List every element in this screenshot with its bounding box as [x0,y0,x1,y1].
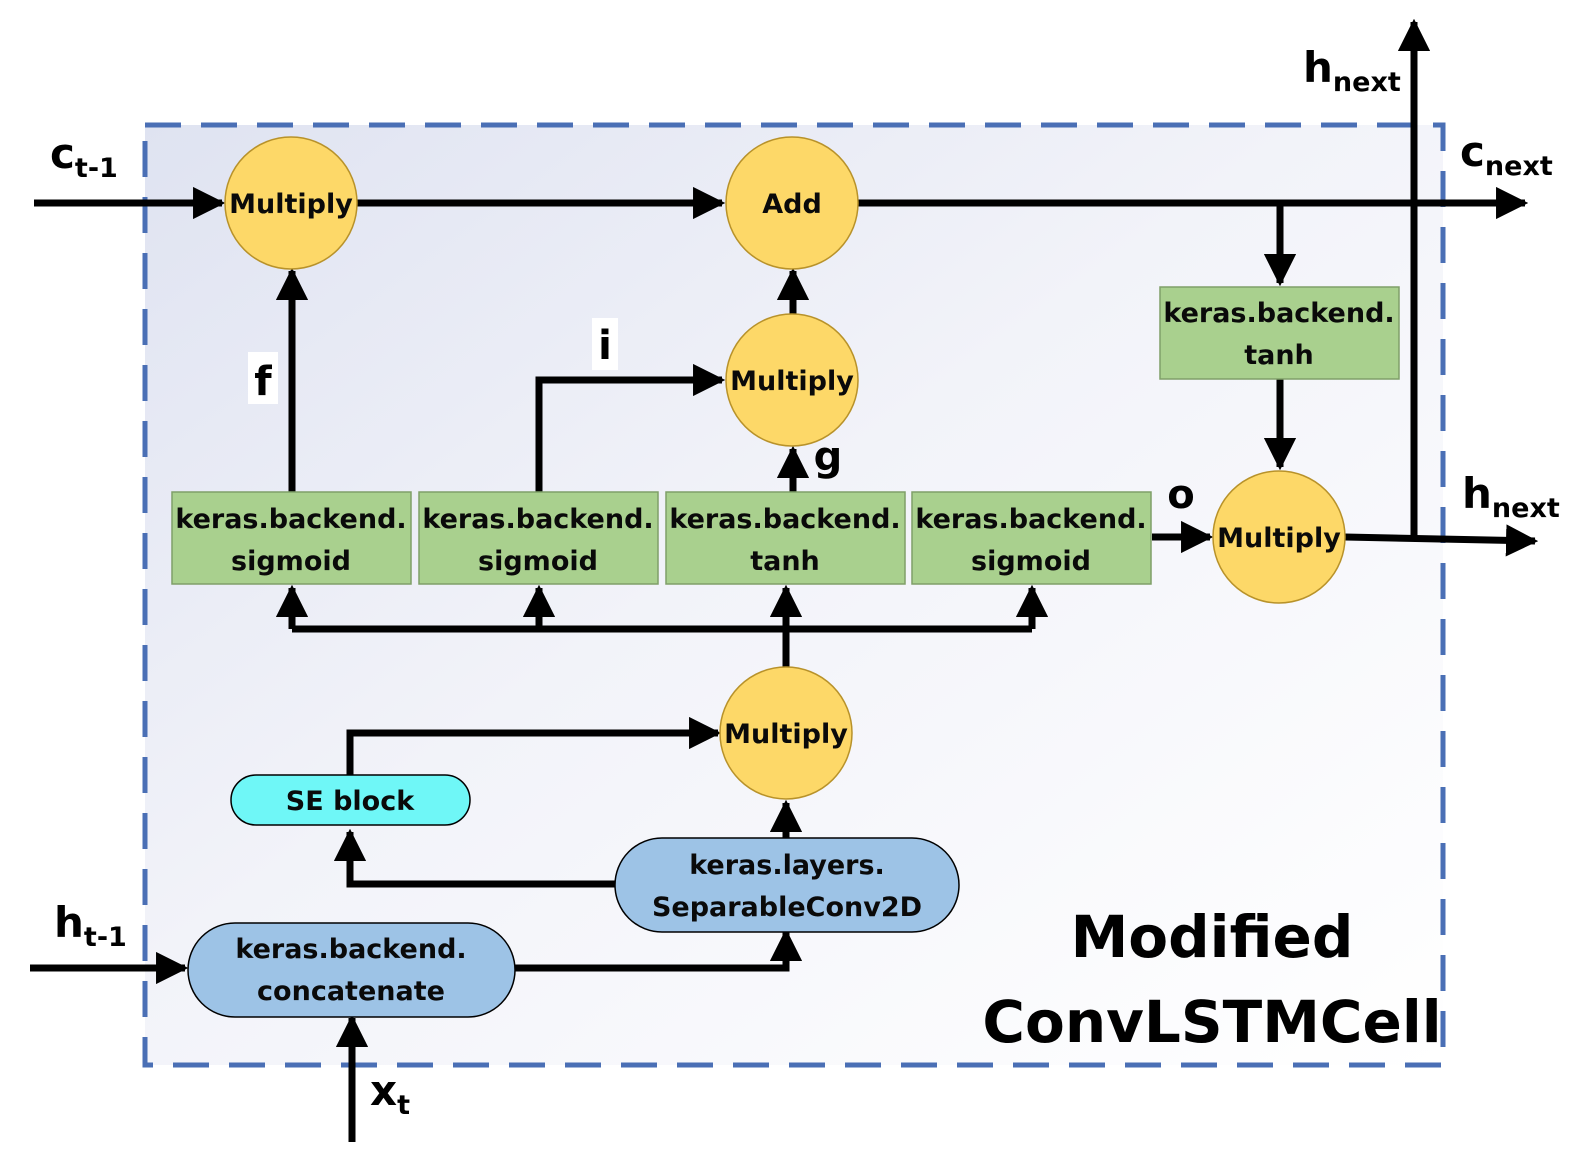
separable-conv-line2: SeparableConv2D [652,892,922,923]
operation-nodes: Multiply Add Multiply Multiply Multiply [224,136,1346,800]
output-label-hnext-top: hnext [1303,43,1401,98]
output-sigmoid-line1: keras.backend. [915,504,1146,535]
se-block-node: SE block [230,774,471,826]
state-tanh-line1: keras.backend. [1163,298,1394,329]
gate-label-o: o [1167,472,1194,518]
se-multiply-label: Multiply [724,719,848,750]
separable-conv-line1: keras.layers. [689,850,885,881]
forget-sigmoid-line1: keras.backend. [175,504,406,535]
concatenate-line1: keras.backend. [235,934,466,965]
title-line2: ConvLSTMCell [982,988,1441,1056]
arrow-sepconv-to-se-block [333,828,616,888]
cell-border [142,122,1446,1068]
gate-labels: f i g o [248,318,1195,518]
state-tanh-box: keras.backend. tanh [1159,286,1400,380]
output-sigmoid-line2: sigmoid [971,546,1091,577]
concatenate-line2: concatenate [257,976,445,1007]
input-label-hprev: ht-1 [54,898,127,953]
input-multiply-node: Multiply [725,313,859,447]
cell-tanh-line1: keras.backend. [669,504,900,535]
forget-multiply-label: Multiply [229,189,353,220]
gate-label-i: i [598,323,612,369]
add-label: Add [762,189,822,220]
input-label-xt: xt [370,1066,410,1121]
se-block-label: SE block [286,786,415,817]
output-multiply-label: Multiply [1217,523,1341,554]
input-sigmoid-line1: keras.backend. [422,504,653,535]
gate-label-g: g [814,434,843,480]
concatenate-node: keras.backend. concatenate [187,922,516,1018]
input-sigmoid-line2: sigmoid [478,546,598,577]
gate-label-i-bg [592,318,618,370]
add-node: Add [725,136,859,270]
input-sigmoid-box: keras.backend. sigmoid [418,491,659,585]
connectors [30,18,1539,1142]
arrow-output-multiply-to-hnext [1344,524,1539,557]
activation-boxes: keras.backend. sigmoid keras.backend. si… [171,286,1400,585]
gate-label-f: f [254,359,272,405]
gate-label-f-bg [248,352,278,404]
state-tanh-line2: tanh [1244,340,1314,371]
arrow-input-gate [535,363,726,492]
output-multiply-node: Multiply [1212,470,1346,604]
input-multiply-label: Multiply [730,366,854,397]
output-label-hnext-right: hnext [1462,469,1560,524]
output-label-cnext: cnext [1460,127,1553,182]
output-sigmoid-box: keras.backend. sigmoid [911,491,1152,585]
forget-sigmoid-line2: sigmoid [231,546,351,577]
separable-conv-node: keras.layers. SeparableConv2D [614,837,960,933]
layer-nodes: SE block keras.layers. SeparableConv2D k… [187,774,960,1018]
input-label-cprev: ct-1 [50,129,118,184]
arrow-concat-to-sepconv [515,928,803,972]
forget-multiply-node: Multiply [224,136,358,270]
io-labels: ct-1 ht-1 xt cnext hnext hnext [50,43,1560,1121]
diagram-title: Modified ConvLSTMCell [982,903,1441,1056]
cell-tanh-box: keras.backend. tanh [665,491,906,585]
forget-sigmoid-box: keras.backend. sigmoid [171,491,412,585]
title-line1: Modified [1071,903,1354,971]
cell-tanh-line2: tanh [750,546,820,577]
se-multiply-node: Multiply [719,666,853,800]
arrow-se-block-to-multiply [346,716,722,778]
